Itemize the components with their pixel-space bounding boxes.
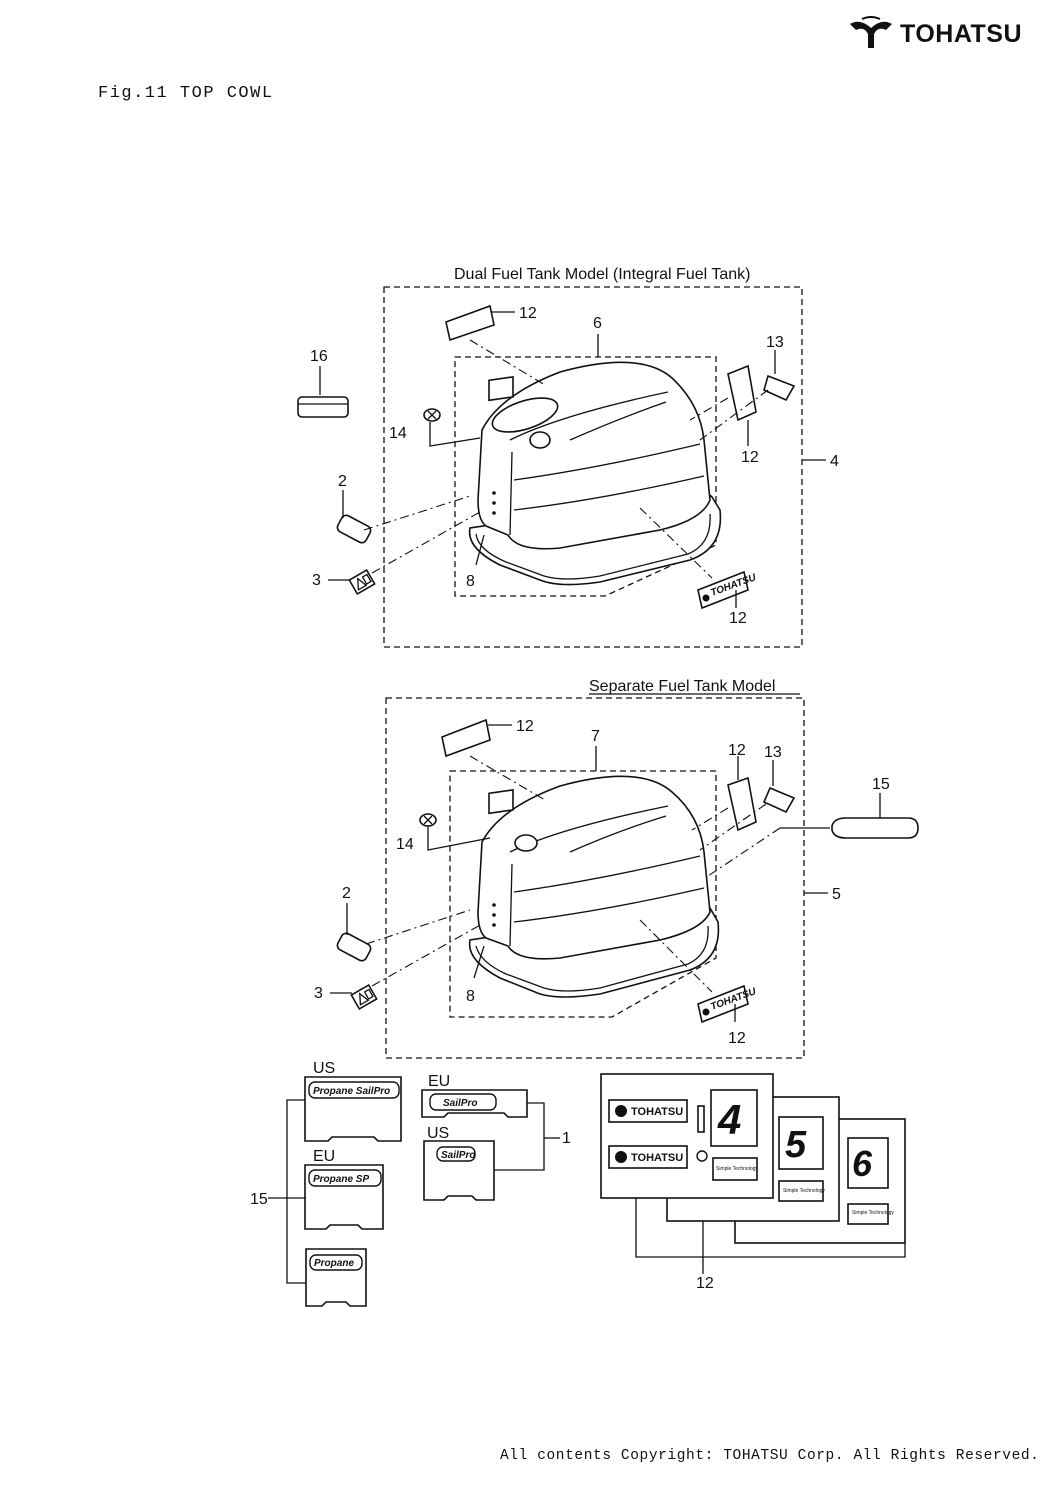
dual-part-13-decal	[763, 374, 796, 402]
dual-assembly-border	[383, 286, 803, 648]
svg-text:TOHATSU: TOHATSU	[631, 1152, 683, 1164]
svg-text:Simple Technology: Simple Technology	[783, 1188, 825, 1194]
figure-title: Fig.11 TOP COWL	[98, 84, 274, 103]
dual-cowl-subassembly-border	[454, 356, 717, 597]
dual-callout-16: 16	[310, 348, 328, 365]
hp-5-label: 5	[785, 1124, 807, 1166]
separate-fuel-tank-section: Separate Fuel Tank Model 12 7	[314, 678, 919, 1059]
dual-part-12-decal-side	[727, 364, 757, 422]
separate-callout-2: 2	[342, 885, 351, 902]
separate-part-12-decal-top	[441, 718, 491, 758]
dual-callout-4: 4	[830, 453, 839, 470]
separate-callout-14: 14	[396, 836, 414, 853]
separate-part-13-decal	[762, 786, 796, 814]
dual-part-3-warning-label	[348, 568, 376, 596]
dual-callout-14: 14	[389, 425, 407, 442]
svg-text:Propane: Propane	[314, 1258, 354, 1269]
dual-callout-6: 6	[593, 315, 602, 332]
tohatsu-decal-1	[608, 1099, 688, 1123]
dual-callout-12-bottom: 12	[729, 610, 747, 627]
hp-4-label: 4	[717, 1096, 741, 1143]
separate-top-cowl-drawing	[468, 775, 720, 998]
svg-text:TOHATSU: TOHATSU	[631, 1106, 683, 1118]
decal-region-eu-b: EU	[313, 1148, 335, 1165]
brand-name: TOHATSU	[900, 19, 1023, 48]
dual-callout-3: 3	[312, 572, 321, 589]
dual-callout-8: 8	[466, 573, 475, 590]
dual-part-16-label	[297, 396, 349, 418]
dual-callout-2: 2	[338, 473, 347, 490]
separate-cowl-subassembly-border	[449, 770, 717, 1018]
separate-part-14-cap	[419, 813, 437, 827]
svg-text:Propane SailPro: Propane SailPro	[313, 1086, 390, 1097]
separate-callout-8: 8	[466, 988, 475, 1005]
hp-6-label: 6	[852, 1143, 873, 1184]
decal-callout-12: 12	[696, 1275, 714, 1292]
separate-callout-15: 15	[872, 776, 890, 793]
separate-callout-3: 3	[314, 985, 323, 1002]
svg-text:Propane SP: Propane SP	[313, 1174, 369, 1185]
dual-top-cowl-drawing	[468, 361, 722, 586]
separate-callout-7: 7	[591, 728, 600, 745]
decal-callout-15: 15	[250, 1191, 268, 1208]
tohatsu-logo-icon	[850, 16, 892, 48]
svg-text:SailPro: SailPro	[443, 1098, 477, 1109]
copyright-notice: All contents Copyright: TOHATSU Corp. Al…	[500, 1448, 1040, 1464]
decal-region-us-a: US	[313, 1060, 335, 1077]
separate-callout-12-top: 12	[516, 718, 534, 735]
dual-part-2-emblem	[336, 514, 372, 544]
separate-part-12-tohatsu-cowl-decal: TOHATSU	[697, 984, 758, 1024]
separate-callout-13: 13	[764, 744, 782, 761]
tohatsu-decal-2	[608, 1145, 688, 1169]
dual-part-12-tohatsu-cowl-decal: TOHATSU	[697, 570, 758, 610]
svg-text:Simple Technology: Simple Technology	[716, 1166, 758, 1172]
dual-part-12-decal-top	[445, 304, 495, 342]
svg-text:Simple Technology: Simple Technology	[852, 1210, 894, 1216]
decal-region-eu-a: EU	[428, 1073, 450, 1090]
separate-part-2-emblem	[336, 932, 372, 962]
dual-part-14-cap	[423, 408, 441, 422]
brand-header: TOHATSU	[848, 16, 1022, 52]
separate-callout-12-bottom: 12	[728, 1030, 746, 1047]
separate-section-title: Separate Fuel Tank Model	[589, 678, 775, 695]
dual-callout-13: 13	[766, 334, 784, 351]
dual-fuel-tank-section: Dual Fuel Tank Model (Integral Fuel Tank…	[297, 266, 839, 648]
decal-sets-section: US Propane SailPro EU Propane SP Propane…	[250, 1060, 906, 1307]
separate-assembly-border	[385, 697, 805, 1059]
dual-callout-12-side: 12	[741, 449, 759, 466]
separate-part-12-decal-side	[727, 776, 757, 832]
separate-callout-12-side: 12	[728, 742, 746, 759]
dual-section-title: Dual Fuel Tank Model (Integral Fuel Tank…	[454, 266, 750, 283]
separate-callout-5: 5	[832, 886, 841, 903]
decal-callout-1: 1	[562, 1130, 571, 1147]
dual-callout-12-top: 12	[519, 305, 537, 322]
separate-part-15-side-decal	[831, 817, 919, 839]
separate-part-3-warning-label	[350, 983, 378, 1011]
decal-region-us-b: US	[427, 1125, 449, 1142]
svg-text:SailPro: SailPro	[441, 1150, 475, 1161]
